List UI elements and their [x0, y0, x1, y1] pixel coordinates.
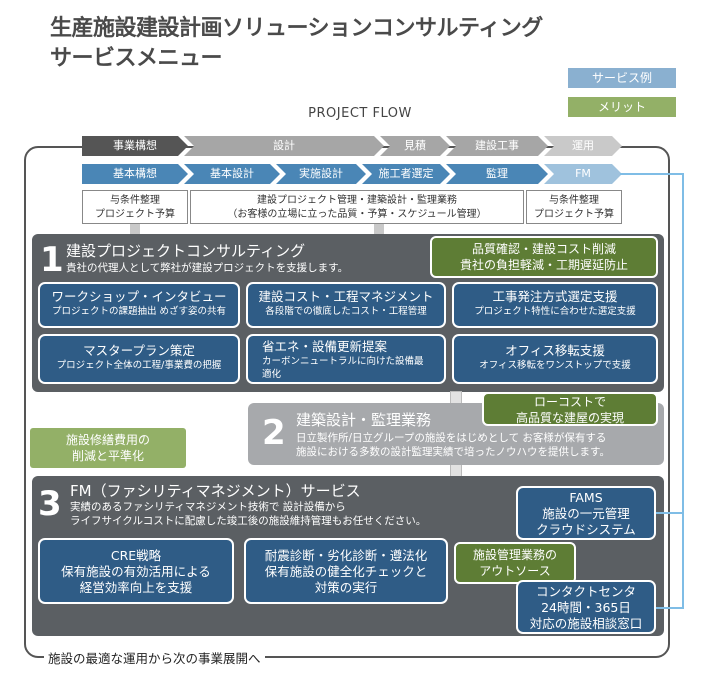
fams-line3: クラウドシステム: [536, 522, 636, 537]
title-line-2: サービスメニュー: [50, 46, 223, 71]
req-center-line1: 建設プロジェクト管理・建築設計・監理業務: [257, 195, 457, 206]
service-cre-line3: 経営効率向上を支援: [79, 580, 193, 595]
side-merit-line1: 施設修繕費用の: [65, 433, 150, 447]
fams-line2: 施設の一元管理: [542, 506, 630, 521]
req-left-line2: プロジェクト予算: [95, 209, 175, 220]
service-fams: FAMS 施設の一元管理 クラウドシステム: [516, 486, 656, 540]
fams-title: FAMS: [569, 490, 603, 505]
service-office-relocation-desc: オフィス移転をワンストップで支援: [479, 360, 631, 371]
side-merit-repair-cost: 施設修繕費用の 削減と平準化: [30, 428, 186, 468]
connector-square-center: [374, 224, 384, 234]
service-master-plan-desc: プロジェクト全体の工程/事業費の把握: [56, 360, 222, 371]
service-workshop-title: ワークショップ・インタビュー: [51, 289, 227, 304]
section-1-desc: 貴社の代理人として弊社が建設プロジェクトを支援します。: [66, 262, 349, 274]
service-master-plan-title: マスタープラン策定: [83, 343, 195, 358]
flow-step-concept: 基本構想: [82, 164, 188, 184]
section-3-title: FM（ファシリティマネジメント）サービス: [70, 482, 361, 500]
section-3-desc: 実績のあるファシリティマネジメント技術で 設計設備から ライフサイクルコストに配…: [70, 500, 426, 528]
bottom-caption: 施設の最適な運用から次の事業展開へ: [44, 648, 265, 667]
side-merit-line2: 削減と平準化: [71, 449, 144, 463]
section-3-merit-line1: 施設管理業務の: [472, 548, 557, 562]
flow-step-supervision: 監理: [446, 164, 548, 184]
section-3-desc-line1: 実績のあるファシリティマネジメント技術で 設計設備から: [70, 501, 346, 513]
flow-stage-estimate: 見積: [380, 136, 450, 156]
fm-link-top: [620, 173, 684, 175]
title-line-1: 生産施設建設計画ソリューションコンサルティング: [50, 16, 543, 41]
service-procurement-support: 工事発注方式選定支援 プロジェクト特性に合わせた選定支援: [452, 282, 658, 328]
section-1-merit-line1: 品質確認・建設コスト削減: [471, 242, 616, 256]
requirement-box-right: 与条件整理 プロジェクト予算: [526, 190, 622, 224]
flow-stage-operation: 運用: [544, 136, 622, 156]
req-right-line2: プロジェクト予算: [534, 209, 614, 220]
section-1-merit: 品質確認・建設コスト削減 貴社の負担軽減・工期遅延防止: [430, 236, 658, 278]
section-2-title: 建築設計・監理業務: [296, 411, 432, 429]
fm-link-fams: [656, 512, 684, 514]
section-2-desc-line1: 日立製作所/日立グループの施設をはじめとして お客様が保有する: [296, 432, 607, 444]
contact-line2: 24時間・365日: [541, 600, 631, 615]
section-1-merit-line2: 貴社の負担軽減・工期遅延防止: [459, 258, 628, 272]
flow-step-contractor-selection: 施工者選定: [362, 164, 450, 184]
service-contact-center: コンタクトセンタ 24時間・365日 対応の施設相談窓口: [516, 580, 656, 634]
fm-link-vertical: [682, 173, 684, 609]
service-office-relocation: オフィス移転支援 オフィス移転をワンストップで支援: [452, 334, 658, 384]
service-cost-management-title: 建設コスト・工程マネジメント: [258, 289, 434, 304]
connector-square-left: [130, 224, 140, 234]
section-2-merit-line1: ローコストで: [533, 395, 606, 409]
section-1-title: 建設プロジェクトコンサルティング: [66, 242, 306, 260]
flow-step-basic-design: 基本設計: [184, 164, 280, 184]
section-1-number: 1: [40, 240, 64, 280]
requirement-box-center: 建設プロジェクト管理・建築設計・監理業務 （お客様の立場に立った品質・予算・スケ…: [190, 190, 524, 224]
service-energy-saving-desc: カーボンニュートラルに向けた設備最適化: [262, 356, 424, 380]
section-2-merit-line2: 高品質な建屋の実現: [515, 411, 624, 425]
req-center-line2: （お客様の立場に立った品質・予算・スケジュール管理）: [227, 209, 487, 220]
service-office-relocation-title: オフィス移転支援: [505, 343, 605, 358]
section-2-number: 2: [262, 413, 286, 453]
service-cost-management-desc: 各段階での徹底したコスト・工程管理: [265, 306, 427, 317]
section-3-merit: 施設管理業務の アウトソース: [454, 542, 576, 584]
service-cre-line2: 保有施設の有効活用による: [61, 564, 211, 579]
flow-step-detailed-design: 実施設計: [276, 164, 366, 184]
service-seismic-diagnosis: 耐震診断・劣化診断・遵法化 保有施設の健全化チェックと 対策の実行: [244, 538, 448, 604]
service-cost-management: 建設コスト・工程マネジメント 各段階での徹底したコスト・工程管理: [246, 282, 446, 328]
service-workshop: ワークショップ・インタビュー プロジェクトの課題抽出 めざす姿の共有: [38, 282, 240, 328]
service-workshop-desc: プロジェクトの課題抽出 めざす姿の共有: [51, 306, 227, 317]
fm-link-contact: [656, 607, 684, 609]
section-1-panel: 1 建設プロジェクトコンサルティング 貴社の代理人として弊社が建設プロジェクトを…: [32, 234, 664, 392]
service-seismic-line2: 保有施設の健全化チェックと: [264, 564, 428, 579]
legend-merit: メリット: [568, 97, 676, 117]
flow-step-fm: FM: [544, 164, 622, 184]
page-title: 生産施設建設計画ソリューションコンサルティング サービスメニュー: [50, 14, 543, 74]
section-3-desc-line2: ライフサイクルコストに配慮した竣工後の施設維持管理もお任せください。: [70, 515, 427, 527]
contact-title: コンタクトセンタ: [535, 584, 636, 599]
section-3-merit-line2: アウトソース: [479, 564, 551, 578]
legend-service-example: サービス例: [568, 68, 676, 88]
service-procurement-desc: プロジェクト特性に合わせた選定支援: [474, 306, 636, 317]
service-procurement-title: 工事発注方式選定支援: [492, 289, 618, 304]
flow-stage-design: 設計: [184, 136, 384, 156]
project-flow-label: PROJECT FLOW: [308, 106, 412, 121]
section-2-desc-line2: 施設における多数の設計監理実績で培ったノウハウを提供します。: [296, 446, 610, 458]
section-2-merit: ローコストで 高品質な建屋の実現: [482, 392, 658, 426]
section-2-desc: 日立製作所/日立グループの施設をはじめとして お客様が保有する 施設における多数…: [296, 431, 610, 459]
contact-line3: 対応の施設相談窓口: [529, 616, 643, 631]
service-cre-strategy: CRE戦略 保有施設の有効活用による 経営効率向上を支援: [38, 538, 234, 604]
req-right-line1: 与条件整理: [549, 195, 599, 206]
service-energy-saving: 省エネ・設備更新提案 カーボンニュートラルに向けた設備最適化: [246, 334, 446, 384]
service-seismic-line1: 耐震診断・劣化診断・遵法化: [264, 548, 428, 563]
flow-stage-construction: 建設工事: [446, 136, 548, 156]
section-3-number: 3: [38, 484, 62, 524]
flow-stage-planning: 事業構想: [82, 136, 188, 156]
service-cre-line1: CRE戦略: [110, 548, 162, 563]
service-seismic-line3: 対策の実行: [314, 580, 378, 595]
requirement-box-left: 与条件整理 プロジェクト予算: [82, 190, 188, 224]
service-energy-saving-title: 省エネ・設備更新提案: [262, 339, 388, 354]
req-left-line1: 与条件整理: [110, 195, 160, 206]
service-master-plan: マスタープラン策定 プロジェクト全体の工程/事業費の把握: [38, 334, 240, 384]
